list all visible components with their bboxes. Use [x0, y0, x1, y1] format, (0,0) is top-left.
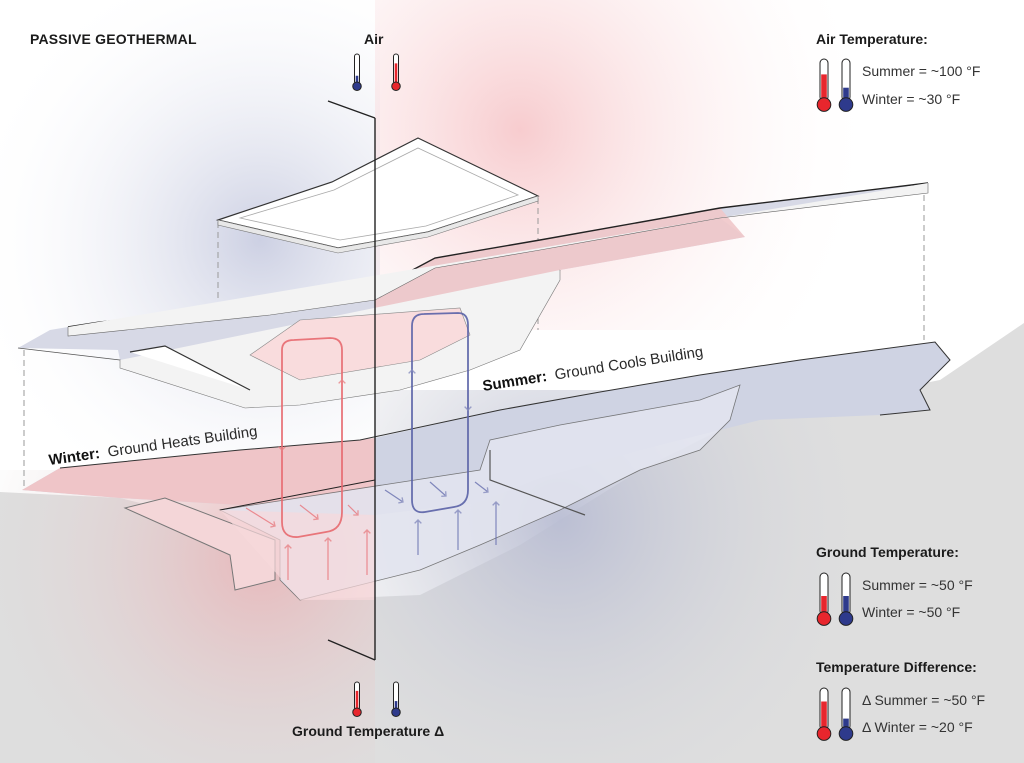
- floor-slab-main: [17, 182, 929, 409]
- ground-axis-label: Ground Temperature Δ: [292, 723, 445, 739]
- air-thermometer-cool-icon: [352, 53, 362, 91]
- delta-winter-value: Δ Winter = ~20 °F: [862, 719, 973, 735]
- thermometer-layer: [352, 53, 854, 741]
- air-temperature-heading: Air Temperature:: [816, 31, 928, 47]
- summer-cool-loop: [384, 312, 500, 555]
- winter-heat-loop: [245, 337, 371, 580]
- ground-winter-value: Winter = ~50 °F: [862, 604, 961, 620]
- floor-slab-lower: [22, 341, 951, 601]
- ground-summer-value: Summer = ~50 °F: [862, 577, 973, 593]
- legend-2-thermometer-cool-icon: [838, 687, 854, 741]
- legend-0-thermometer-warm-icon: [816, 58, 832, 112]
- air-thermometer-warm-icon: [391, 53, 401, 91]
- legend-1-thermometer-cool-icon: [838, 572, 854, 626]
- roof-upper: [215, 137, 540, 254]
- ground-thermometer-warm-icon: [352, 681, 362, 717]
- legend-2-thermometer-warm-icon: [816, 687, 832, 741]
- section-plane: [327, 100, 376, 661]
- delta-summer-value: Δ Summer = ~50 °F: [862, 692, 986, 708]
- air-axis-label: Air: [364, 31, 384, 47]
- air-winter-value: Winter = ~30 °F: [862, 91, 961, 107]
- ground-temperature-heading: Ground Temperature:: [816, 544, 959, 560]
- legend-0-thermometer-cool-icon: [838, 58, 854, 112]
- legend-1-thermometer-warm-icon: [816, 572, 832, 626]
- air-summer-value: Summer = ~100 °F: [862, 63, 981, 79]
- temperature-difference-heading: Temperature Difference:: [816, 659, 977, 675]
- diagram-title: PASSIVE GEOTHERMAL: [30, 31, 197, 47]
- courtyard-warm: [123, 497, 276, 591]
- air-cool-tint: [0, 0, 380, 500]
- ground-thermometer-cool-icon: [391, 681, 401, 717]
